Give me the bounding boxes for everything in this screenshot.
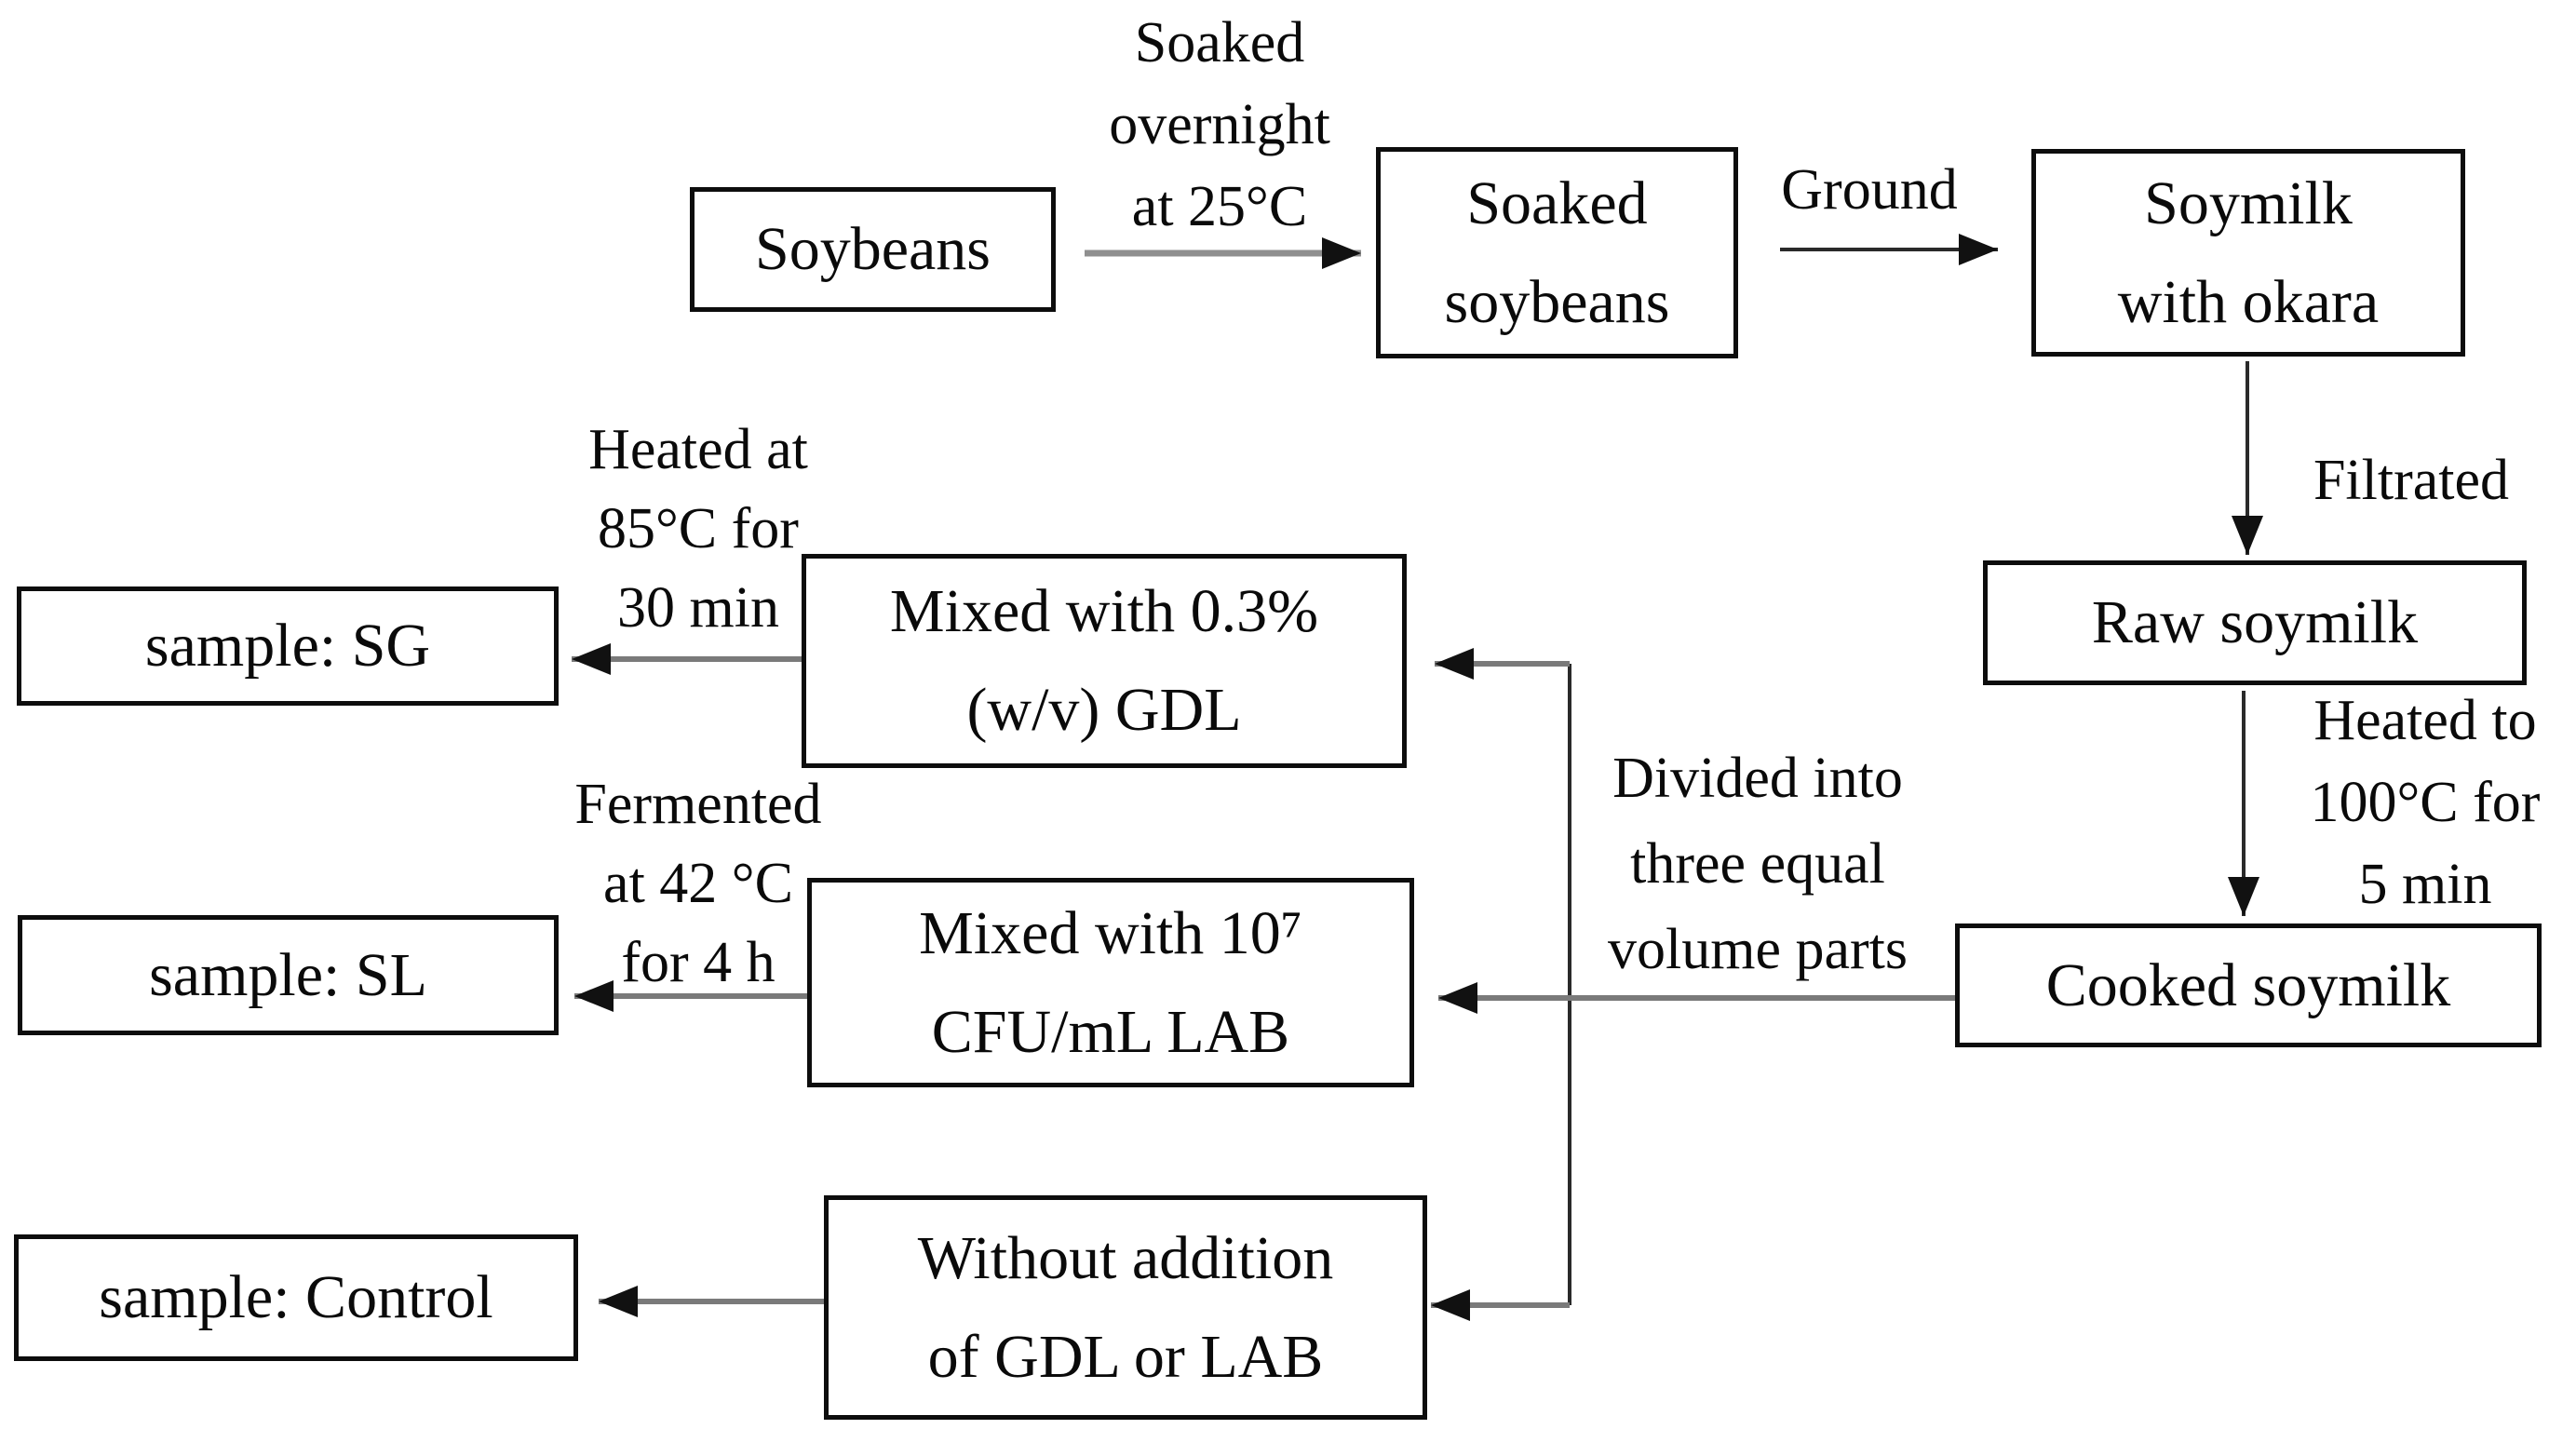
- node-sample-control: sample: Control: [14, 1234, 578, 1361]
- node-soymilk-with-okara: Soymilk with okara: [2031, 149, 2465, 357]
- node-soaked-soybeans: Soaked soybeans: [1376, 147, 1738, 358]
- node-mixed-lab: Mixed with 10⁷ CFU/mL LAB: [807, 878, 1414, 1087]
- label-divided-three-parts: Divided into three equal volume parts: [1608, 747, 1908, 981]
- node-sample-sg: sample: SG: [17, 586, 559, 706]
- node-cooked-soymilk: Cooked soymilk: [1955, 923, 2542, 1047]
- node-sample-sl: sample: SL: [18, 915, 559, 1035]
- label-heated-100: Heated to 100°C for 5 min: [2310, 689, 2541, 916]
- label-soaked-overnight: Soaked overnight at 25°C: [1109, 11, 1330, 238]
- node-raw-soymilk: Raw soymilk: [1983, 560, 2527, 685]
- node-mixed-gdl: Mixed with 0.3% (w/v) GDL: [802, 554, 1407, 768]
- label-ground: Ground: [1781, 158, 1958, 222]
- label-heated-85: Heated at 85°C for 30 min: [588, 418, 808, 640]
- node-without-addition: Without addition of GDL or LAB: [824, 1195, 1427, 1420]
- node-soybeans: Soybeans: [690, 187, 1056, 312]
- label-filtrated: Filtrated: [2313, 449, 2510, 512]
- label-fermented: Fermented at 42 °C for 4 h: [574, 773, 822, 994]
